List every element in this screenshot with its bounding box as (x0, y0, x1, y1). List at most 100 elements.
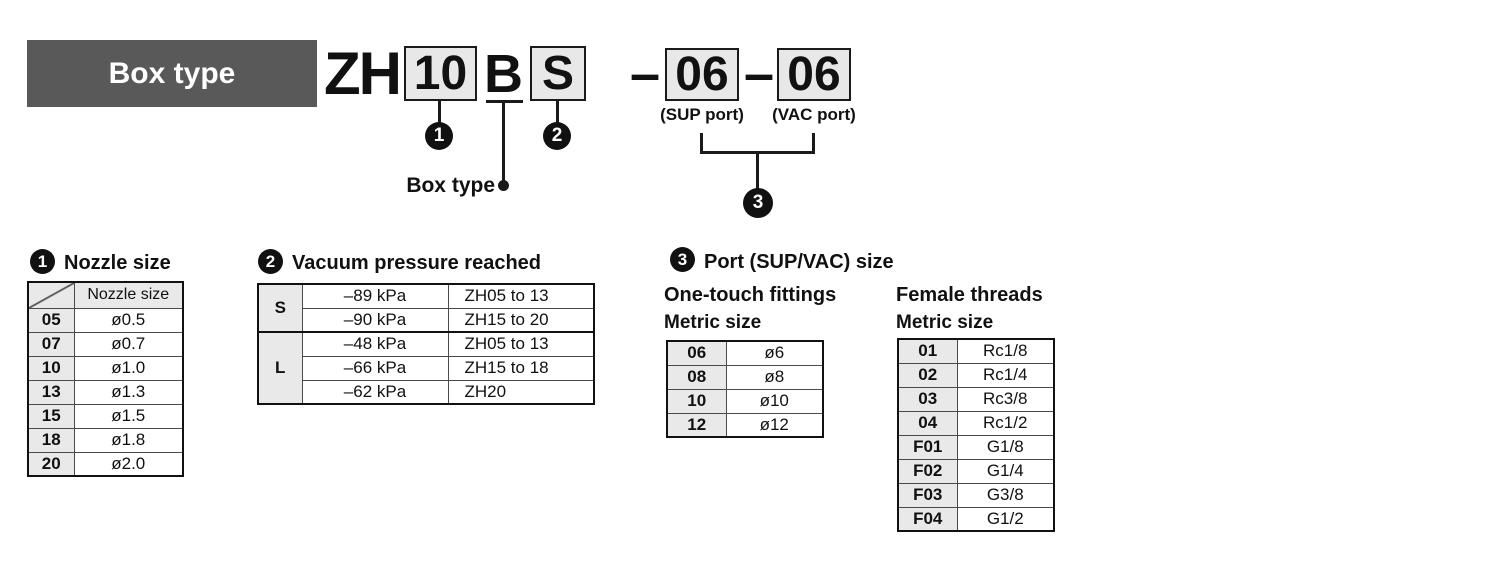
thread-code-cell: 03 (897, 386, 958, 412)
table-row: –66 kPa ZH15 to 18 (258, 355, 595, 381)
nozzle-size-cell: ø0.7 (73, 331, 184, 357)
nozzle-col-header: Nozzle size (73, 281, 184, 309)
body-type-underline (486, 100, 523, 103)
port-code-cell: 10 (666, 388, 727, 414)
table-header-row: Nozzle size (27, 281, 184, 309)
bracket-drop-line (756, 152, 759, 189)
nozzle-code-cell: 13 (27, 379, 75, 405)
vac-port-box: 06 (777, 48, 851, 101)
table-row: –90 kPa ZH15 to 20 (258, 307, 595, 333)
sup-port-value: 06 (675, 48, 729, 101)
section2-badge: 2 (258, 249, 283, 274)
one-touch-fittings-heading: One-touch fittings (664, 284, 837, 306)
nozzle-code-cell: 07 (27, 331, 75, 357)
pressure-cell: –89 kPa (301, 283, 449, 309)
thread-size-cell: Rc3/8 (956, 386, 1055, 412)
section1-title: Nozzle size (64, 252, 171, 274)
nozzle-code-cell: 20 (27, 451, 75, 477)
table-row: L –48 kPa ZH05 to 13 (257, 331, 595, 405)
one-touch-metric-heading: Metric size (664, 312, 762, 333)
nozzle-size-box: 10 (404, 46, 477, 101)
nozzle-code-cell: 18 (27, 427, 75, 453)
thread-code-cell: F01 (897, 434, 958, 460)
code-dash-2: – (744, 44, 775, 104)
port-size-cell: ø12 (725, 412, 824, 438)
thread-size-cell: G1/4 (956, 458, 1055, 484)
female-metric-heading: Metric size (896, 312, 994, 333)
thread-code-cell: 04 (897, 410, 958, 436)
nozzle-code-cell: 15 (27, 403, 75, 429)
boxtype-callout-label: Box type (406, 174, 495, 197)
pressure-cell: –66 kPa (301, 355, 449, 381)
thread-size-cell: Rc1/8 (956, 338, 1055, 364)
bracket-right-stub (812, 133, 815, 153)
diagonal-header-cell (27, 281, 75, 309)
model-range-cell: ZH20 (447, 379, 595, 405)
nozzle-size-cell: ø1.5 (73, 403, 184, 429)
thread-size-cell: Rc1/4 (956, 362, 1055, 388)
thread-size-cell: G1/2 (956, 506, 1055, 532)
nozzle-size-cell: ø2.0 (73, 451, 184, 477)
bracket-left-stub (700, 133, 703, 153)
thread-code-cell: F03 (897, 482, 958, 508)
callout-2-badge: 2 (543, 122, 571, 150)
thread-code-cell: 01 (897, 338, 958, 364)
body-type-letter: B (484, 44, 523, 104)
vacuum-spec-value: S (541, 47, 574, 100)
model-range-cell: ZH15 to 18 (447, 355, 595, 381)
section2-title: Vacuum pressure reached (292, 252, 542, 274)
nozzle-size-cell: ø1.3 (73, 379, 184, 405)
thread-size-cell: G3/8 (956, 482, 1055, 508)
port-code-cell: 12 (666, 412, 727, 438)
section3-title: Port (SUP/VAC) size (704, 251, 894, 273)
leader-line-nozzle (438, 101, 441, 123)
nozzle-code-cell: 05 (27, 307, 75, 333)
table-row: –62 kPa ZH20 (258, 379, 595, 405)
section3-badge: 3 (670, 247, 695, 272)
pressure-cell: –48 kPa (301, 331, 449, 357)
vacuum-pressure-table: S –89 kPa ZH05 to 13 –90 kPa ZH15 to 20 … (257, 283, 595, 405)
thread-size-cell: G1/8 (956, 434, 1055, 460)
port-size-cell: ø6 (725, 340, 824, 366)
model-range-cell: ZH05 to 13 (447, 283, 595, 309)
female-threads-heading: Female threads (896, 284, 1043, 306)
pressure-cell: –90 kPa (301, 307, 449, 333)
nozzle-code-cell: 10 (27, 355, 75, 381)
sup-port-label: (SUP port) (660, 105, 744, 124)
vac-port-label: (VAC port) (772, 105, 856, 124)
thread-code-cell: F04 (897, 506, 958, 532)
port-size-cell: ø10 (725, 388, 824, 414)
vac-port-value: 06 (787, 48, 841, 101)
vacuum-type-l-cell: L (257, 331, 303, 405)
leader-line-boxtype (502, 102, 505, 183)
callout-3-badge: 3 (743, 188, 773, 218)
vacuum-spec-box: S (530, 46, 586, 101)
nozzle-size-value: 10 (413, 47, 468, 100)
table-row: S –89 kPa ZH05 to 13 (257, 283, 595, 333)
nozzle-size-cell: ø0.5 (73, 307, 184, 333)
model-range-cell: ZH15 to 20 (447, 307, 595, 333)
port-size-cell: ø8 (725, 364, 824, 390)
model-prefix: ZH (324, 39, 402, 107)
boxtype-dot (498, 180, 509, 191)
code-dash-1: – (630, 44, 661, 104)
sup-port-box: 06 (665, 48, 739, 101)
port-code-cell: 08 (666, 364, 727, 390)
